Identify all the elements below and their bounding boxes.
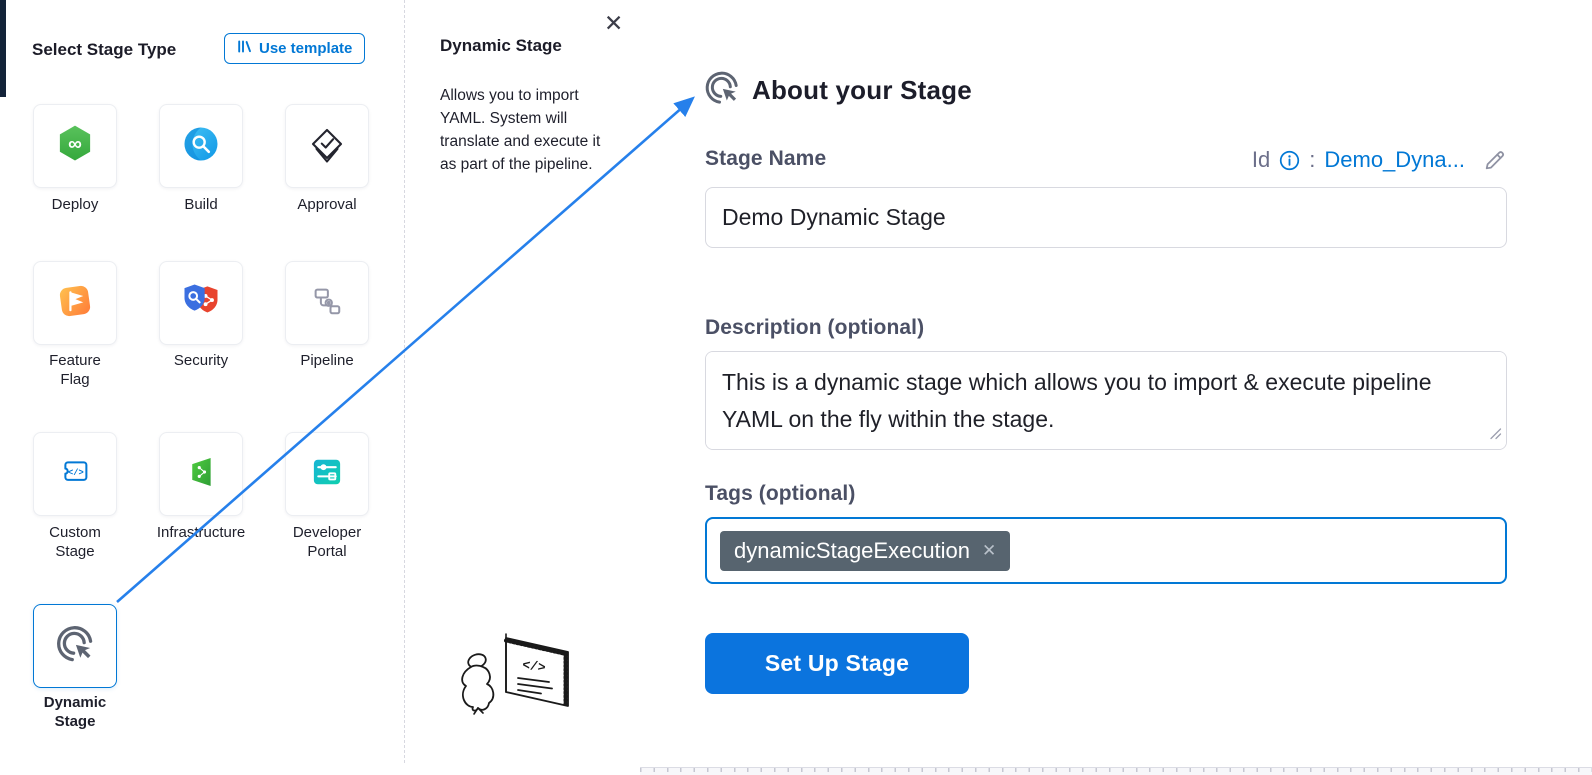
pencil-icon[interactable] xyxy=(1482,148,1507,173)
close-icon[interactable]: ✕ xyxy=(604,10,624,36)
svg-text:</>: </> xyxy=(521,657,546,675)
dynamic-stage-icon xyxy=(702,68,742,113)
stage-tile-label: Feature Flag xyxy=(49,352,101,388)
tag-chip-value: dynamicStageExecution xyxy=(734,537,971,563)
id-separator: : xyxy=(1309,147,1316,172)
svg-text:</>: </> xyxy=(68,468,84,478)
stage-tile-label: Developer Portal xyxy=(292,524,362,560)
deploy-icon: ∞ xyxy=(53,122,97,171)
description-textarea[interactable]: This is a dynamic stage which allows you… xyxy=(705,351,1507,450)
stage-tile-developer-portal[interactable] xyxy=(285,432,369,516)
build-icon xyxy=(179,122,223,171)
stage-tile-label: Dynamic Stage xyxy=(43,694,107,730)
about-stage-heading: About your Stage xyxy=(752,75,972,105)
stage-tile-custom-stage[interactable]: </> xyxy=(33,432,117,516)
info-panel-title: Dynamic Stage xyxy=(440,36,562,55)
stage-tile-security[interactable] xyxy=(159,261,243,345)
stage-name-label: Stage Name xyxy=(705,147,827,170)
stage-tile-infrastructure[interactable] xyxy=(159,432,243,516)
left-nav-edge xyxy=(0,0,6,97)
stage-tile-label: Pipeline xyxy=(300,352,354,369)
approval-icon xyxy=(306,123,348,170)
resize-grip-icon[interactable] xyxy=(1489,427,1502,445)
stage-name-input[interactable] xyxy=(705,187,1507,248)
stage-id-value: Demo_Dyna... xyxy=(1324,147,1465,172)
whiteboard-sketch-illustration: </> xyxy=(456,632,584,735)
stage-tile-label: Custom Stage xyxy=(49,524,101,560)
stage-tile-deploy[interactable]: ∞ xyxy=(33,104,117,188)
stage-tile-feature-flag[interactable] xyxy=(33,261,117,345)
stage-tile-label: Security xyxy=(173,352,229,369)
stage-id-row: Id : Demo_Dyna... xyxy=(1252,147,1507,173)
tags-input[interactable]: dynamicStageExecution ✕ xyxy=(705,517,1507,584)
page-title: Select Stage Type xyxy=(32,40,177,59)
stage-tile-label: Approval xyxy=(297,196,357,213)
pipeline-icon xyxy=(306,280,348,327)
description-label: Description (optional) xyxy=(705,316,925,339)
developer-portal-icon xyxy=(306,451,348,498)
custom-stage-icon: </> xyxy=(54,451,96,498)
stage-tile-approval[interactable] xyxy=(285,104,369,188)
stage-tile-label: Build xyxy=(184,196,218,213)
stage-tile-pipeline[interactable] xyxy=(285,261,369,345)
dynamic-stage-icon xyxy=(53,622,97,671)
tags-label: Tags (optional) xyxy=(705,482,856,505)
tag-remove-icon[interactable]: ✕ xyxy=(982,540,997,560)
stage-tile-label: Deploy xyxy=(51,196,99,213)
panel-divider xyxy=(404,0,405,763)
set-up-stage-button[interactable]: Set Up Stage xyxy=(705,633,969,694)
id-label: Id xyxy=(1251,147,1271,172)
use-template-label: Use template xyxy=(259,40,353,57)
use-template-button[interactable]: Use template xyxy=(224,33,366,64)
security-icon xyxy=(178,279,224,328)
feature-flag-icon xyxy=(53,279,97,328)
stage-tile-label: Infrastructure xyxy=(156,524,246,541)
pipeline-canvas-grid-edge xyxy=(640,767,1592,775)
svg-text:∞: ∞ xyxy=(68,133,82,154)
infrastructure-icon xyxy=(180,451,222,498)
info-panel-description: Allows you to import YAML. System will t… xyxy=(440,87,601,173)
info-icon[interactable] xyxy=(1279,150,1300,171)
tag-chip: dynamicStageExecution ✕ xyxy=(720,530,1011,571)
stage-tile-dynamic-stage[interactable] xyxy=(33,604,117,688)
template-library-icon xyxy=(237,39,252,58)
stage-tile-build[interactable] xyxy=(159,104,243,188)
